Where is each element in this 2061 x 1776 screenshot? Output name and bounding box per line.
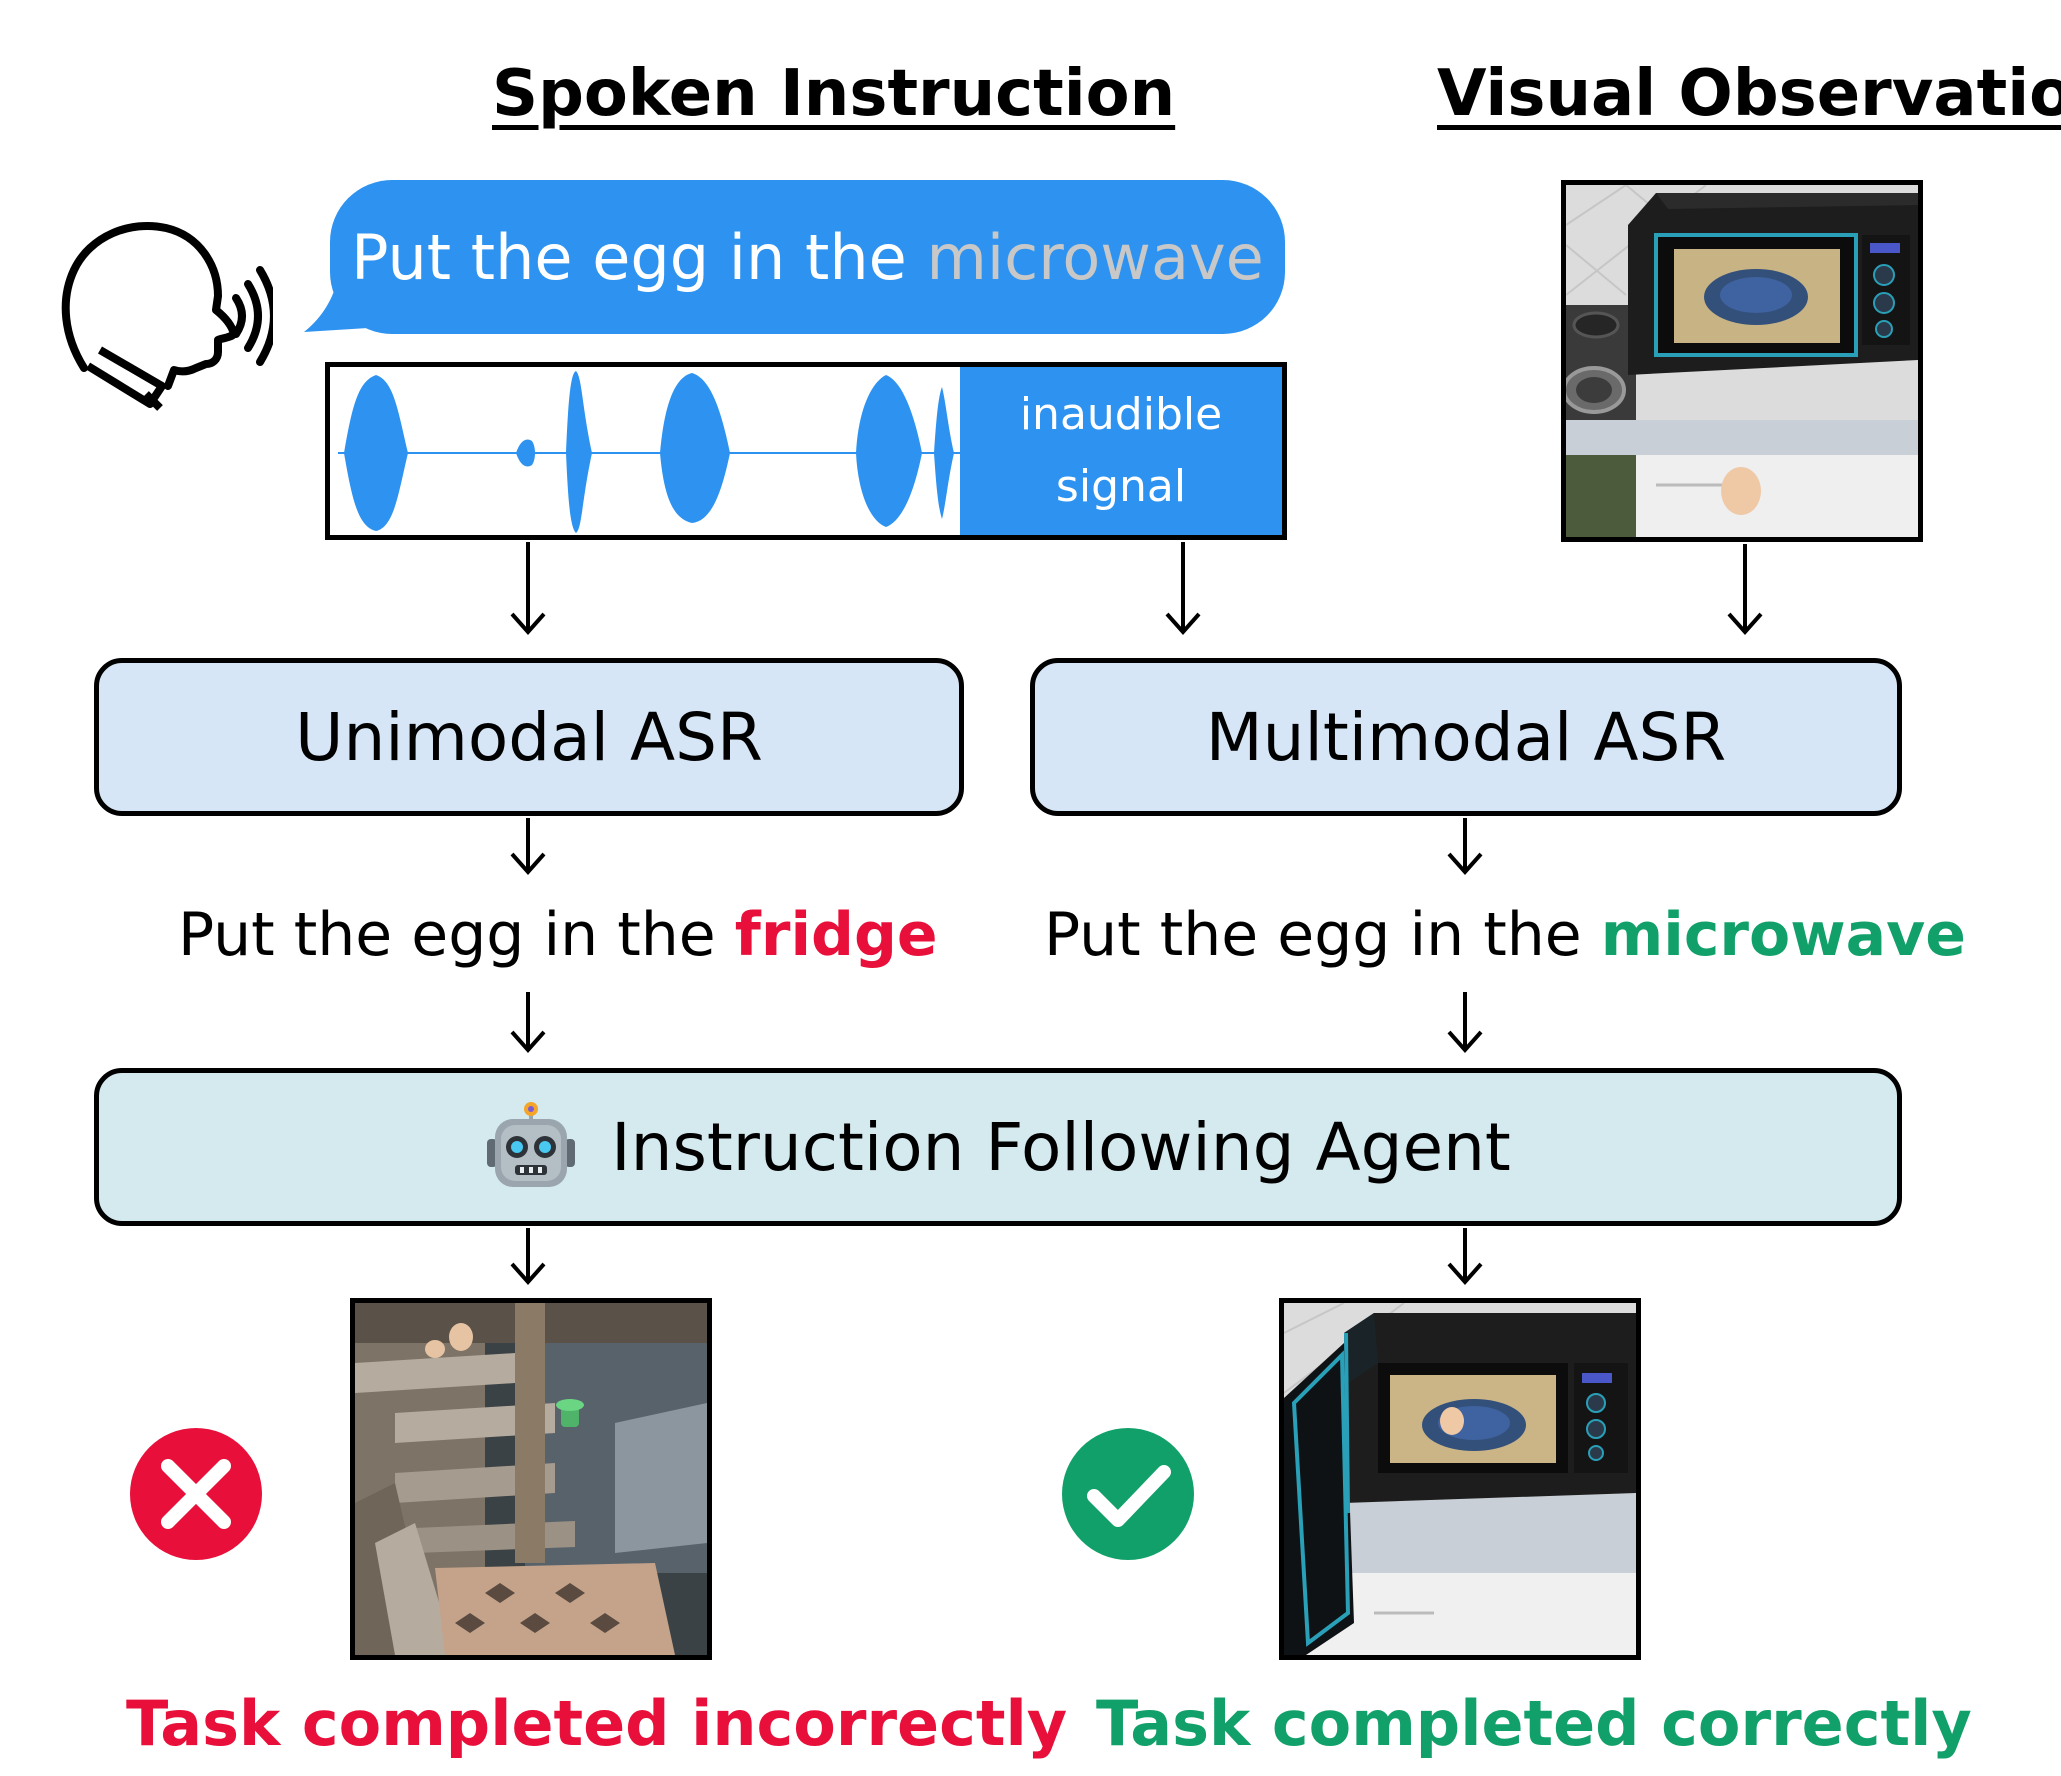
inaudible-label-line1: inaudible bbox=[1019, 389, 1223, 440]
spoken-instruction-bubble: Put the egg in the microwave bbox=[330, 180, 1285, 334]
bubble-text-prefix: Put the egg in the bbox=[351, 220, 907, 294]
fridge-result-image bbox=[350, 1298, 712, 1660]
inaudible-signal-region: inaudible signal bbox=[960, 367, 1282, 535]
inaudible-label-line2: signal bbox=[1055, 461, 1187, 512]
visual-observation-image bbox=[1561, 180, 1923, 542]
instruction-following-agent-box: Instruction Following Agent bbox=[94, 1068, 1902, 1226]
unimodal-transcript: Put the egg in the fridge bbox=[178, 905, 938, 965]
cross-mark-icon bbox=[128, 1426, 264, 1562]
audio-waveform: inaudible signal bbox=[325, 362, 1287, 540]
unimodal-transcript-prefix: Put the egg in the bbox=[178, 900, 716, 970]
speaking-head-icon bbox=[58, 218, 273, 418]
multimodal-transcript-word: microwave bbox=[1600, 900, 1966, 970]
microwave-result-image bbox=[1279, 1298, 1641, 1660]
multimodal-transcript: Put the egg in the microwave bbox=[1044, 905, 1966, 965]
unimodal-asr-box: Unimodal ASR bbox=[94, 658, 964, 816]
visual-observation-title: Visual Observation bbox=[1437, 57, 2061, 131]
spoken-instruction-title: Spoken Instruction bbox=[492, 57, 1176, 131]
multimodal-transcript-prefix: Put the egg in the bbox=[1044, 900, 1582, 970]
bubble-text-highlight: microwave bbox=[926, 220, 1264, 294]
task-correct-label: Task completed correctly bbox=[1096, 1687, 1972, 1760]
agent-label: Instruction Following Agent bbox=[611, 1108, 1511, 1186]
unimodal-transcript-word: fridge bbox=[734, 900, 938, 970]
robot-face-icon bbox=[485, 1101, 577, 1193]
check-mark-icon bbox=[1060, 1426, 1196, 1562]
task-incorrect-label: Task completed incorrectly bbox=[126, 1687, 1068, 1760]
multimodal-asr-box: Multimodal ASR bbox=[1030, 658, 1902, 816]
